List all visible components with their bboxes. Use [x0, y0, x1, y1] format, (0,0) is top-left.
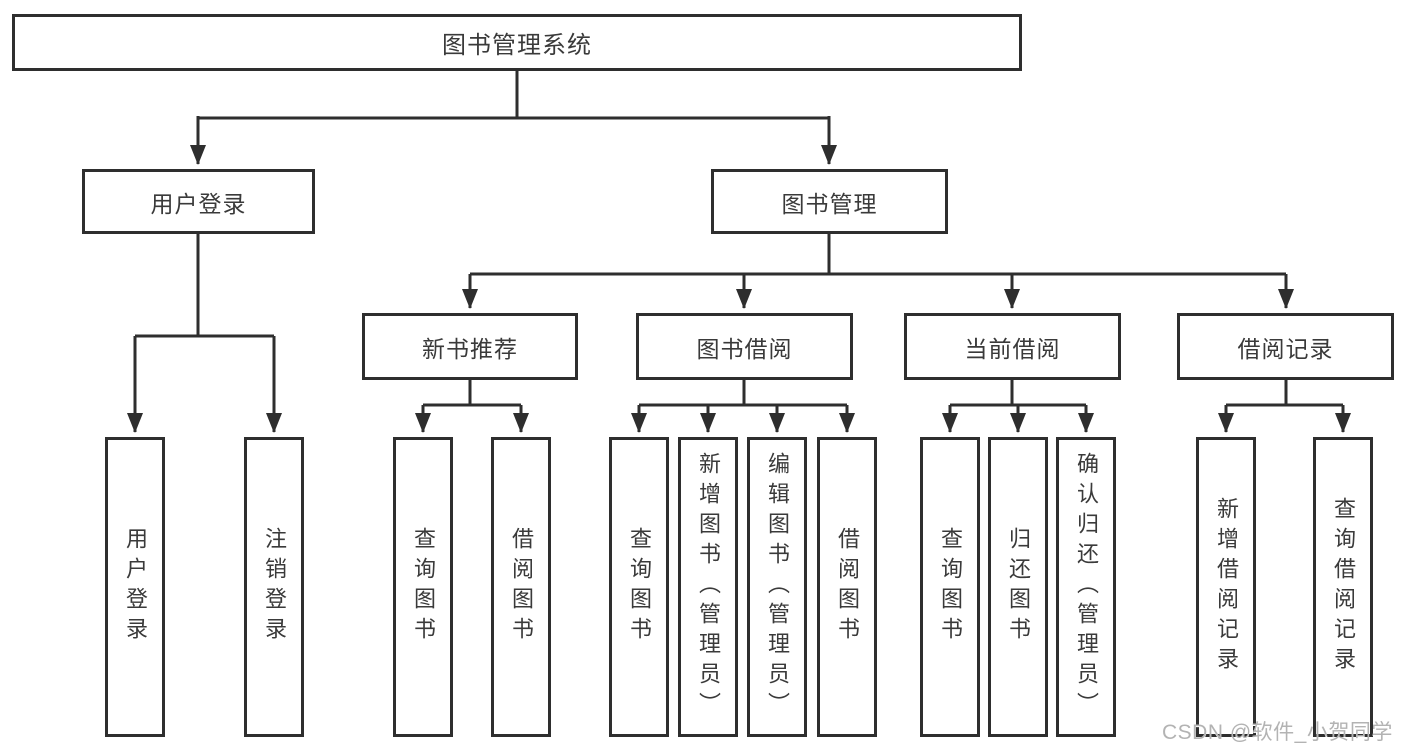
node-book-borrowing: 图书借阅 — [636, 313, 853, 380]
leaf-add-borrow-record: 新增借阅记录 — [1196, 437, 1256, 737]
leaf-borrow-books: 借阅图书 — [817, 437, 877, 737]
leaf-add-books-admin: 新增图书（管理员） — [678, 437, 738, 737]
leaf-user-login: 用户登录 — [105, 437, 165, 737]
leaf-query-books-rec: 查询图书 — [393, 437, 453, 737]
leaf-edit-books-admin: 编辑图书（管理员） — [747, 437, 807, 737]
leaf-borrow-books-rec: 借阅图书 — [491, 437, 551, 737]
node-library-system: 图书管理系统 — [12, 14, 1022, 71]
leaf-query-books-current: 查询图书 — [920, 437, 980, 737]
leaf-confirm-return-admin: 确认归还（管理员） — [1056, 437, 1116, 737]
node-new-book-recommendation: 新书推荐 — [362, 313, 578, 380]
node-borrowing-records: 借阅记录 — [1177, 313, 1394, 380]
csdn-watermark: CSDN @软件_小贺同学 — [1162, 721, 1393, 744]
leaf-return-books: 归还图书 — [988, 437, 1048, 737]
node-book-management-branch: 图书管理 — [711, 169, 948, 234]
leaf-query-borrow-record: 查询借阅记录 — [1313, 437, 1373, 737]
leaf-query-books-borrow: 查询图书 — [609, 437, 669, 737]
node-current-borrowing: 当前借阅 — [904, 313, 1121, 380]
leaf-logout: 注销登录 — [244, 437, 304, 737]
node-user-login-branch: 用户登录 — [82, 169, 315, 234]
